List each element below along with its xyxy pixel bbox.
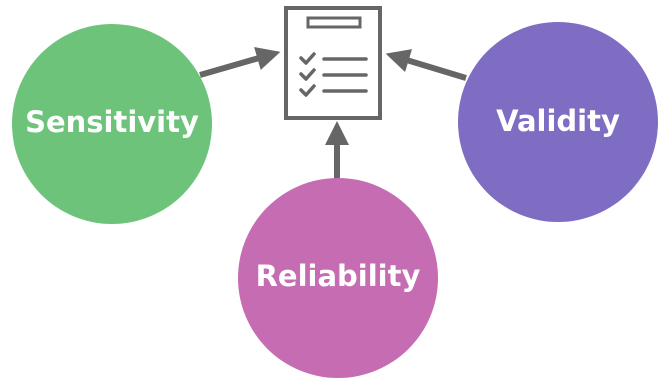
node-validity-label: Validity (496, 104, 620, 138)
checklist-icon (284, 6, 382, 120)
node-reliability-label: Reliability (256, 259, 421, 293)
node-sensitivity-circle (12, 24, 212, 224)
arrow-sensitivity-to-checklist (199, 46, 281, 78)
node-reliability: Reliability (238, 178, 438, 378)
node-sensitivity-label: Sensitivity (25, 105, 199, 139)
node-sensitivity: Sensitivity (12, 24, 212, 224)
arrow-validity-to-checklist (385, 49, 467, 81)
node-reliability-circle (238, 178, 438, 378)
node-validity-circle (458, 22, 658, 222)
node-validity: Validity (458, 22, 658, 222)
